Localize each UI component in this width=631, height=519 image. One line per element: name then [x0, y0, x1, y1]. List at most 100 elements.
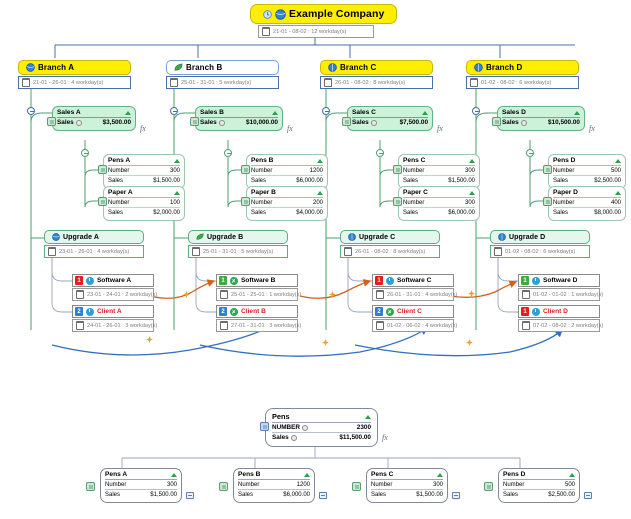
collapse-toggle-sales-a[interactable]	[81, 149, 89, 157]
resource-chip-paper-d[interactable]	[543, 197, 552, 206]
upgrade-node-d[interactable]: Upgrade D 01-02 - 08-02 : 6 workday(s)	[490, 230, 590, 258]
task-node-client-a[interactable]: 2 Client A 24-01 - 26-01 : 3 workday(s)	[72, 305, 157, 332]
branch-node-b[interactable]: Branch B 25-01 - 31-01 : 5 workday(s)	[166, 60, 279, 89]
client-c-header[interactable]: 2 Client C	[372, 305, 454, 318]
resource-chip-pens-c[interactable]	[393, 165, 402, 174]
resource-chip-paper-b[interactable]	[241, 197, 250, 206]
client-d-date-row[interactable]: 07-02 - 08-02 : 2 workday(s)	[518, 319, 603, 332]
task-node-software-c[interactable]: 1 Software C 26-01 - 31-01 : 4 workday(s…	[372, 274, 457, 301]
metric-card-pens-d[interactable]: Pens D Number 500 Sales $2,500.00	[548, 154, 626, 189]
resource-chip-summary[interactable]	[260, 422, 269, 431]
resource-chip-sales-d[interactable]	[492, 117, 501, 126]
metric-card-pens-b[interactable]: Pens B Number 1200 Sales $6,000.00	[246, 154, 328, 189]
resource-chip-sales-b[interactable]	[190, 117, 199, 126]
software-d-date-row[interactable]: 01-02 - 01-02 : 1 workday(s)	[518, 288, 603, 301]
software-a-date-row[interactable]: 23-01 - 24-01 : 2 workday(s)	[72, 288, 157, 301]
upgrade-d-title-pill[interactable]: Upgrade D	[490, 230, 590, 244]
branch-b-title-pill[interactable]: Branch B	[166, 60, 279, 75]
task-node-software-b[interactable]: 1 Software B 25-01 - 25-01 : 1 workday(s…	[216, 274, 301, 301]
root-node[interactable]: Example Company 21-01 - 08-02 : 12 workd…	[250, 4, 398, 38]
metric-card-paper-c[interactable]: Paper C Number 300 Sales $6,000.00	[398, 186, 480, 221]
collapse-toggle-branch-c[interactable]	[322, 107, 330, 115]
branch-b-date-row[interactable]: 25-01 - 31-01 : 5 workday(s)	[166, 76, 279, 89]
root-title-pill[interactable]: Example Company	[250, 4, 398, 24]
summary-child-card-pens-a[interactable]: Pens A Number 300 Sales $1,500.00	[100, 468, 182, 503]
upgrade-b-date-row[interactable]: 25-01 - 31-01 : 5 workday(s)	[188, 245, 288, 258]
client-a-header[interactable]: 2 Client A	[72, 305, 154, 318]
software-a-header[interactable]: 1 Software A	[72, 274, 154, 287]
software-b-date-row[interactable]: 25-01 - 25-01 : 1 workday(s)	[216, 288, 301, 301]
branch-node-a[interactable]: Branch A 21-01 - 26-01 : 4 workday(s)	[18, 60, 131, 89]
summary-child-card-pens-b[interactable]: Pens B Number 1200 Sales $6,000.00	[233, 468, 315, 503]
branch-c-date-row[interactable]: 26-01 - 08-02 : 8 workday(s)	[320, 76, 433, 89]
upgrade-node-c[interactable]: Upgrade C 26-01 - 08-02 : 8 workday(s)	[340, 230, 440, 258]
metric-card-pens-c[interactable]: Pens C Number 300 Sales $1,500.00	[398, 154, 480, 189]
branch-node-d[interactable]: Branch D 01-02 - 08-02 : 6 workday(s)	[466, 60, 579, 89]
upgrade-b-title-pill[interactable]: Upgrade B	[188, 230, 288, 244]
metric-card-pens-a[interactable]: Pens A Number 300 Sales $1,500.00	[103, 154, 185, 189]
client-b-date-row[interactable]: 27-01 - 31-01 : 3 workday(s)	[216, 319, 301, 332]
branch-a-date-row[interactable]: 21-01 - 26-01 : 4 workday(s)	[18, 76, 131, 89]
collapse-toggle-sales-b[interactable]	[224, 149, 232, 157]
resource-chip-pens-b[interactable]	[241, 165, 250, 174]
branch-c-title-pill[interactable]: Branch C	[320, 60, 433, 75]
summary-card-pens[interactable]: Pens NUMBER 2300 Sales $11,500.00	[265, 408, 378, 447]
upgrade-c-date-row[interactable]: 26-01 - 08-02 : 8 workday(s)	[340, 245, 440, 258]
upgrade-node-a[interactable]: Upgrade A 23-01 - 26-01 : 4 workday(s)	[44, 230, 144, 258]
metric-card-sales-b[interactable]: Sales B Sales $10,000.00	[195, 106, 283, 131]
task-node-client-c[interactable]: 2 Client C 01-02 - 06-02 : 4 workday(s)	[372, 305, 457, 332]
resource-chip-pens-a[interactable]	[98, 165, 107, 174]
upgrade-a-title-pill[interactable]: Upgrade A	[44, 230, 144, 244]
resource-chip-summary-pens-b[interactable]	[219, 482, 228, 491]
resource-chip-sales-c[interactable]	[342, 117, 351, 126]
link-handle-pens-b[interactable]	[319, 492, 327, 499]
resource-chip-paper-c[interactable]	[393, 197, 402, 206]
client-b-header[interactable]: 2 Client B	[216, 305, 298, 318]
upgrade-a-date-row[interactable]: 23-01 - 26-01 : 4 workday(s)	[44, 245, 144, 258]
summary-child-card-pens-d[interactable]: Pens D Number 500 Sales $2,500.00	[498, 468, 580, 503]
collapse-toggle-branch-a[interactable]	[27, 107, 35, 115]
resource-chip-summary-pens-c[interactable]	[352, 482, 361, 491]
metric-card-sales-c[interactable]: Sales C Sales $7,500.00	[347, 106, 433, 131]
metric-card-paper-a[interactable]: Paper A Number 100 Sales $2,000.00	[103, 186, 185, 221]
software-c-header[interactable]: 1 Software C	[372, 274, 454, 287]
collapse-toggle-sales-d[interactable]	[526, 149, 534, 157]
upgrade-c-title-pill[interactable]: Upgrade C	[340, 230, 440, 244]
software-c-date-row[interactable]: 26-01 - 31-01 : 4 workday(s)	[372, 288, 457, 301]
branch-a-title-pill[interactable]: Branch A	[18, 60, 131, 75]
branch-d-title-pill[interactable]: Branch D	[466, 60, 579, 75]
task-node-software-a[interactable]: 1 Software A 23-01 - 24-01 : 2 workday(s…	[72, 274, 157, 301]
branch-d-date-row[interactable]: 01-02 - 08-02 : 6 workday(s)	[466, 76, 579, 89]
link-handle-pens-d[interactable]	[584, 492, 592, 499]
client-c-date-row[interactable]: 01-02 - 06-02 : 4 workday(s)	[372, 319, 457, 332]
formula-icon-sales-b[interactable]: fx	[287, 124, 293, 133]
summary-child-card-pens-c[interactable]: Pens C Number 300 Sales $1,500.00	[366, 468, 448, 503]
formula-icon-sales-c[interactable]: fx	[437, 124, 443, 133]
metric-card-paper-d[interactable]: Paper D Number 400 Sales $8,000.00	[548, 186, 626, 221]
upgrade-d-date-row[interactable]: 01-02 - 08-02 : 6 workday(s)	[490, 245, 590, 258]
branch-node-c[interactable]: Branch C 26-01 - 08-02 : 8 workday(s)	[320, 60, 433, 89]
link-handle-pens-c[interactable]	[452, 492, 460, 499]
collapse-toggle-sales-c[interactable]	[376, 149, 384, 157]
metric-card-paper-b[interactable]: Paper B Number 200 Sales $4,000.00	[246, 186, 328, 221]
resource-chip-paper-a[interactable]	[98, 197, 107, 206]
task-node-client-b[interactable]: 2 Client B 27-01 - 31-01 : 3 workday(s)	[216, 305, 301, 332]
upgrade-node-b[interactable]: Upgrade B 25-01 - 31-01 : 5 workday(s)	[188, 230, 288, 258]
collapse-toggle-branch-d[interactable]	[472, 107, 480, 115]
formula-icon-summary[interactable]: fx	[382, 433, 388, 442]
root-date-row[interactable]: 21-01 - 08-02 : 12 workday(s)	[258, 25, 374, 38]
software-d-header[interactable]: 1 Software D	[518, 274, 600, 287]
resource-chip-summary-pens-a[interactable]	[86, 482, 95, 491]
task-node-client-d[interactable]: 1 Client D 07-02 - 08-02 : 2 workday(s)	[518, 305, 603, 332]
resource-chip-pens-d[interactable]	[543, 165, 552, 174]
task-node-software-d[interactable]: 1 Software D 01-02 - 01-02 : 1 workday(s…	[518, 274, 603, 301]
formula-icon-sales-d[interactable]: fx	[589, 124, 595, 133]
client-d-header[interactable]: 1 Client D	[518, 305, 600, 318]
software-b-header[interactable]: 1 Software B	[216, 274, 298, 287]
resource-chip-sales-a[interactable]	[47, 117, 56, 126]
metric-card-sales-d[interactable]: Sales D Sales $10,500.00	[497, 106, 585, 131]
link-handle-pens-a[interactable]	[186, 492, 194, 499]
formula-icon-sales-a[interactable]: fx	[140, 124, 146, 133]
resource-chip-summary-pens-d[interactable]	[484, 482, 493, 491]
collapse-toggle-branch-b[interactable]	[170, 107, 178, 115]
